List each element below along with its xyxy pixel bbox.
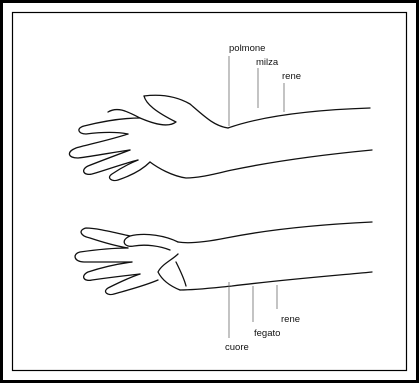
label-polmone: polmone [229,43,265,54]
label-cuore: cuore [225,342,249,353]
label-fegato: fegato [254,328,280,339]
label-milza: milza [256,57,279,68]
label-rene-upper: rene [282,71,301,82]
label-rene-lower: rene [281,314,300,325]
